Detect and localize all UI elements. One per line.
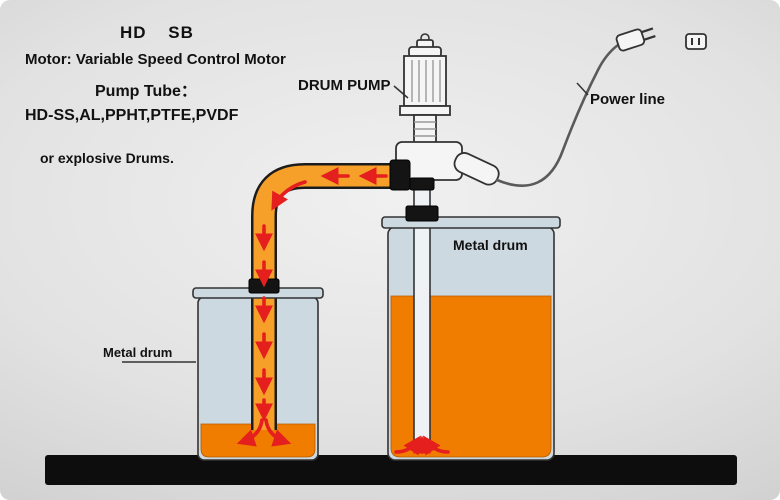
motor-fins: [411, 60, 441, 102]
drum-pump: [389, 33, 500, 191]
motor-body: [403, 55, 447, 107]
power-line-leader: [576, 82, 589, 96]
power-line-label: Power line: [590, 91, 665, 108]
drums-note: or explosive Drums.: [40, 150, 174, 166]
motor-label: Motor: Variable Speed Control Motor: [25, 51, 286, 68]
large-drum-bung: [405, 205, 439, 222]
discharge-fitting: [389, 159, 411, 191]
small-drum-label: Metal drum: [103, 345, 172, 360]
motor-flange: [399, 105, 451, 116]
pump-tube-materials: HD-SS,AL,PPHT,PTFE,PVDF: [25, 107, 239, 124]
outlet-icon: [685, 33, 707, 50]
tube-collar: [409, 177, 435, 191]
power-cable: [495, 43, 620, 187]
pump-handle: [453, 152, 500, 186]
large-drum-label: Metal drum: [453, 237, 528, 253]
power-plug-icon: [615, 27, 656, 52]
floor: [45, 455, 737, 485]
pump-tube-title: Pump Tube：: [95, 83, 197, 100]
model-label: HD SB: [120, 23, 194, 42]
suction-flow-arrows: [394, 435, 450, 456]
pump-label-leader: [393, 85, 409, 99]
hose-flow-arrows: [236, 167, 388, 447]
discharge-hose: [251, 163, 402, 430]
drum-pump-label: DRUM PUMP: [298, 77, 391, 94]
large-drum-liquid: [390, 295, 552, 458]
large-metal-drum: [381, 184, 561, 461]
